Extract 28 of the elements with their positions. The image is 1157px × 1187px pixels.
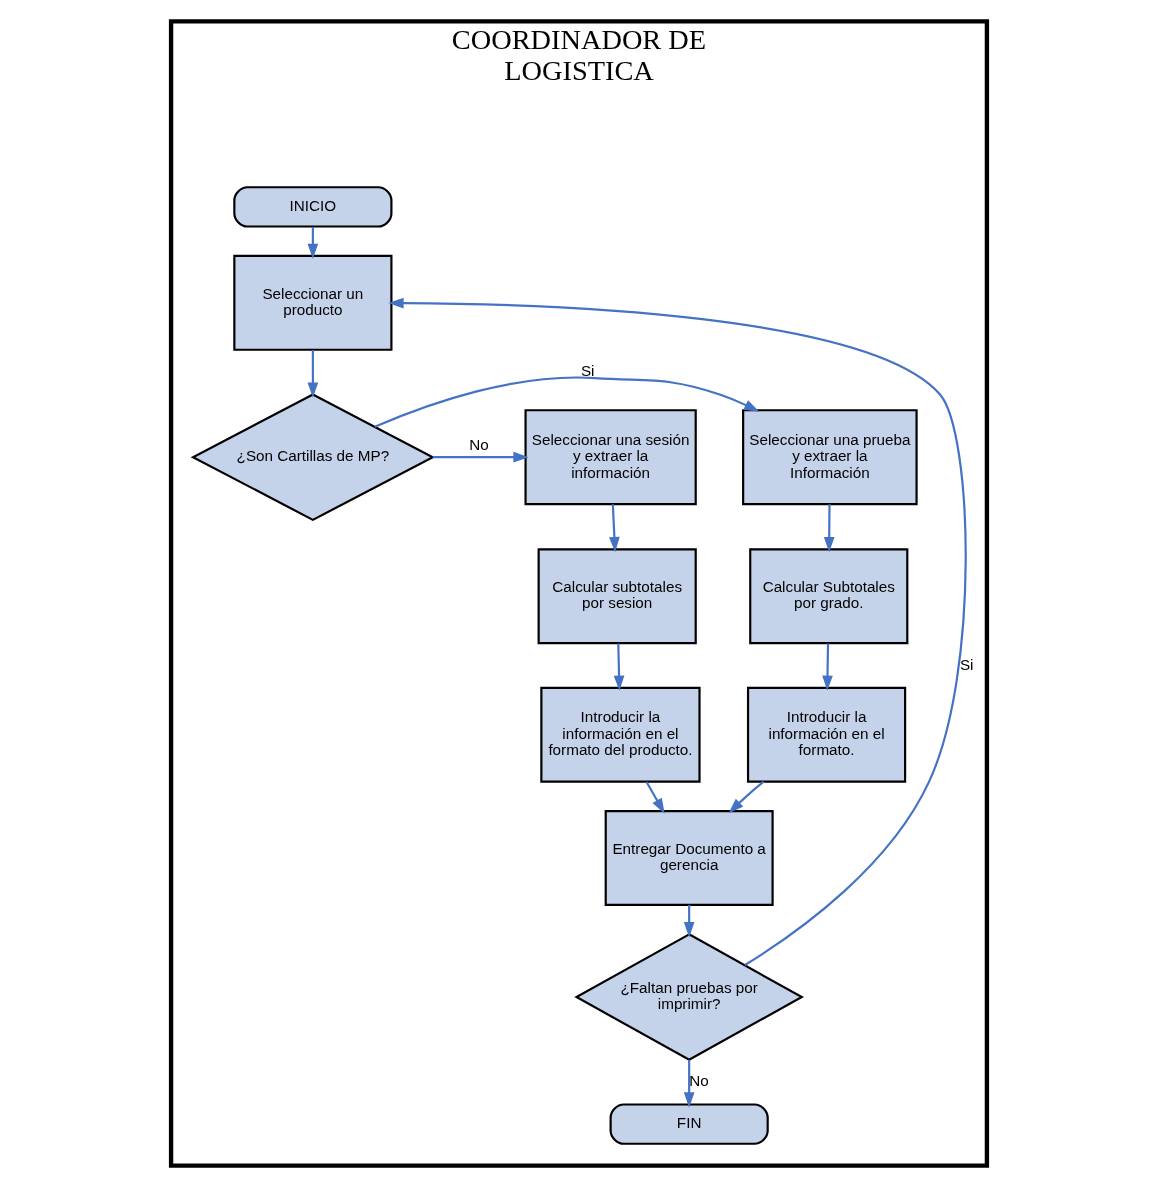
- arrow: [821, 643, 833, 691]
- node-box: Seleccionar una prueba y extraer la Información: [741, 409, 918, 506]
- edge-label: Si: [959, 655, 974, 673]
- arrow: [823, 504, 835, 553]
- edge-label: No: [468, 435, 489, 453]
- edge-label: Si: [580, 362, 595, 380]
- node-diamond: ¿Son Cartillas de MP?: [190, 393, 435, 522]
- edge-label: No: [688, 1072, 709, 1090]
- arrow: [608, 504, 620, 553]
- node-box: Seleccionar una sesión y extraer la información: [523, 409, 697, 506]
- arrow: [613, 643, 624, 691]
- arrow: [728, 780, 764, 814]
- arrow: [683, 1059, 694, 1108]
- arrow: [683, 905, 694, 938]
- arrow: [373, 376, 759, 428]
- node-box: Entregar Documento a gerencia: [604, 810, 774, 906]
- node-box: Introducir la información en el formato del producto.: [539, 686, 701, 783]
- arrow: [432, 451, 529, 463]
- node-box: Seleccionar un producto: [232, 254, 392, 351]
- node-box: Calcular Subtotales por grado.: [748, 548, 908, 645]
- node-box: Introducir la información en el formato.: [746, 686, 906, 783]
- arrow: [387, 297, 967, 966]
- arrow: [645, 781, 665, 814]
- node-box: Calcular subtotales por sesion: [537, 548, 697, 645]
- arrow: [307, 350, 318, 398]
- node-box: FIN: [609, 1103, 769, 1145]
- node-box: INICIO: [232, 186, 392, 228]
- node-diamond: ¿Faltan pruebas por imprimir?: [573, 933, 804, 1061]
